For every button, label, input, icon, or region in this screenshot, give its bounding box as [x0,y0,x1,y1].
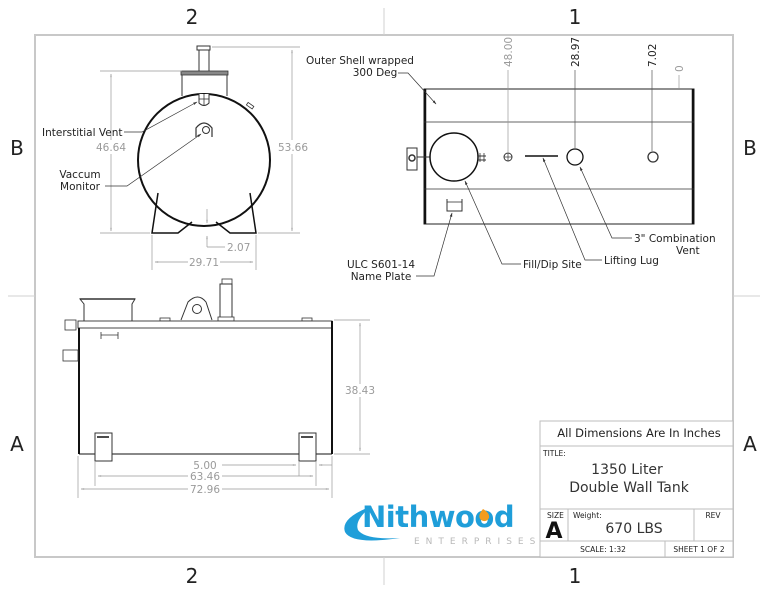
callout-vacuum-monitor-1: Vaccum [59,169,100,181]
title-label: TITLE: [542,449,566,458]
callout-outer-shell-2: 300 Deg [353,67,398,79]
side-view: 38.43 5.00 63.46 72.96 [62,278,377,498]
company-logo: Nithwood ENTERPRISES [344,500,541,547]
zone-right-a: A [743,432,757,456]
scale-value: SCALE: 1:32 [580,545,626,554]
weight-label: Weight: [573,511,602,520]
drawing-title-line2: Double Wall Tank [569,480,690,496]
title-block: All Dimensions Are In Inches TITLE: 1350… [539,420,734,558]
dim-overall-length: 72.96 [190,484,220,496]
weight-value: 670 LBS [605,521,662,537]
zone-left-b: B [10,136,24,160]
zone-bottom-1: 1 [569,564,582,588]
callout-outer-shell-1: Outer Shell wrapped [306,55,414,67]
zone-bottom-2: 2 [186,564,199,588]
size-value: A [545,519,562,544]
size-label: SIZE [547,511,564,520]
zone-top-1: 1 [569,5,582,29]
callout-name-plate-1: ULC S601-14 [347,259,415,271]
end-view: 46.64 53.66 2.07 29.71 Interstitial Vent… [42,45,312,270]
logo-wordmark: Nithwood [362,500,514,534]
callout-combination-vent-2: Vent [676,245,700,257]
border-frame [8,8,760,585]
dim-ground-clearance: 2.07 [227,242,250,254]
callout-interstitial-vent: Interstitial Vent [42,127,122,139]
logo-subtitle: ENTERPRISES [414,537,541,547]
rev-label: REV [705,511,721,520]
dim-saddle-width: 29.71 [189,257,219,269]
ordinate-7-02: 7.02 [647,44,659,67]
zone-right-b: B [743,136,757,160]
flame-icon [479,509,490,522]
callout-vacuum-monitor-2: Monitor [60,181,101,193]
dim-side-height: 38.43 [345,385,375,397]
ordinate-28-97: 28.97 [570,37,582,67]
top-view: 48.00 28.97 7.02 0 Outer Shell wrapped 3… [306,37,716,283]
zone-left-a: A [10,432,24,456]
dim-saddle-span: 63.46 [190,471,220,483]
sheet-value: SHEET 1 OF 2 [673,545,725,554]
callout-name-plate-2: Name Plate [351,271,412,283]
ordinate-48: 48.00 [503,37,515,67]
zone-top-2: 2 [186,5,199,29]
dim-saddle-offset: 5.00 [193,460,216,472]
ordinate-0: 0 [674,65,686,72]
callout-lifting-lug: Lifting Lug [604,255,659,267]
drawing-title-line1: 1350 Liter [591,462,663,478]
dim-overall-height: 53.66 [278,142,308,154]
callout-fill-dip: Fill/Dip Site [523,259,582,271]
dim-shell-height: 46.64 [96,142,126,154]
units-note: All Dimensions Are In Inches [557,426,720,440]
callout-combination-vent-1: 3" Combination [634,233,716,245]
